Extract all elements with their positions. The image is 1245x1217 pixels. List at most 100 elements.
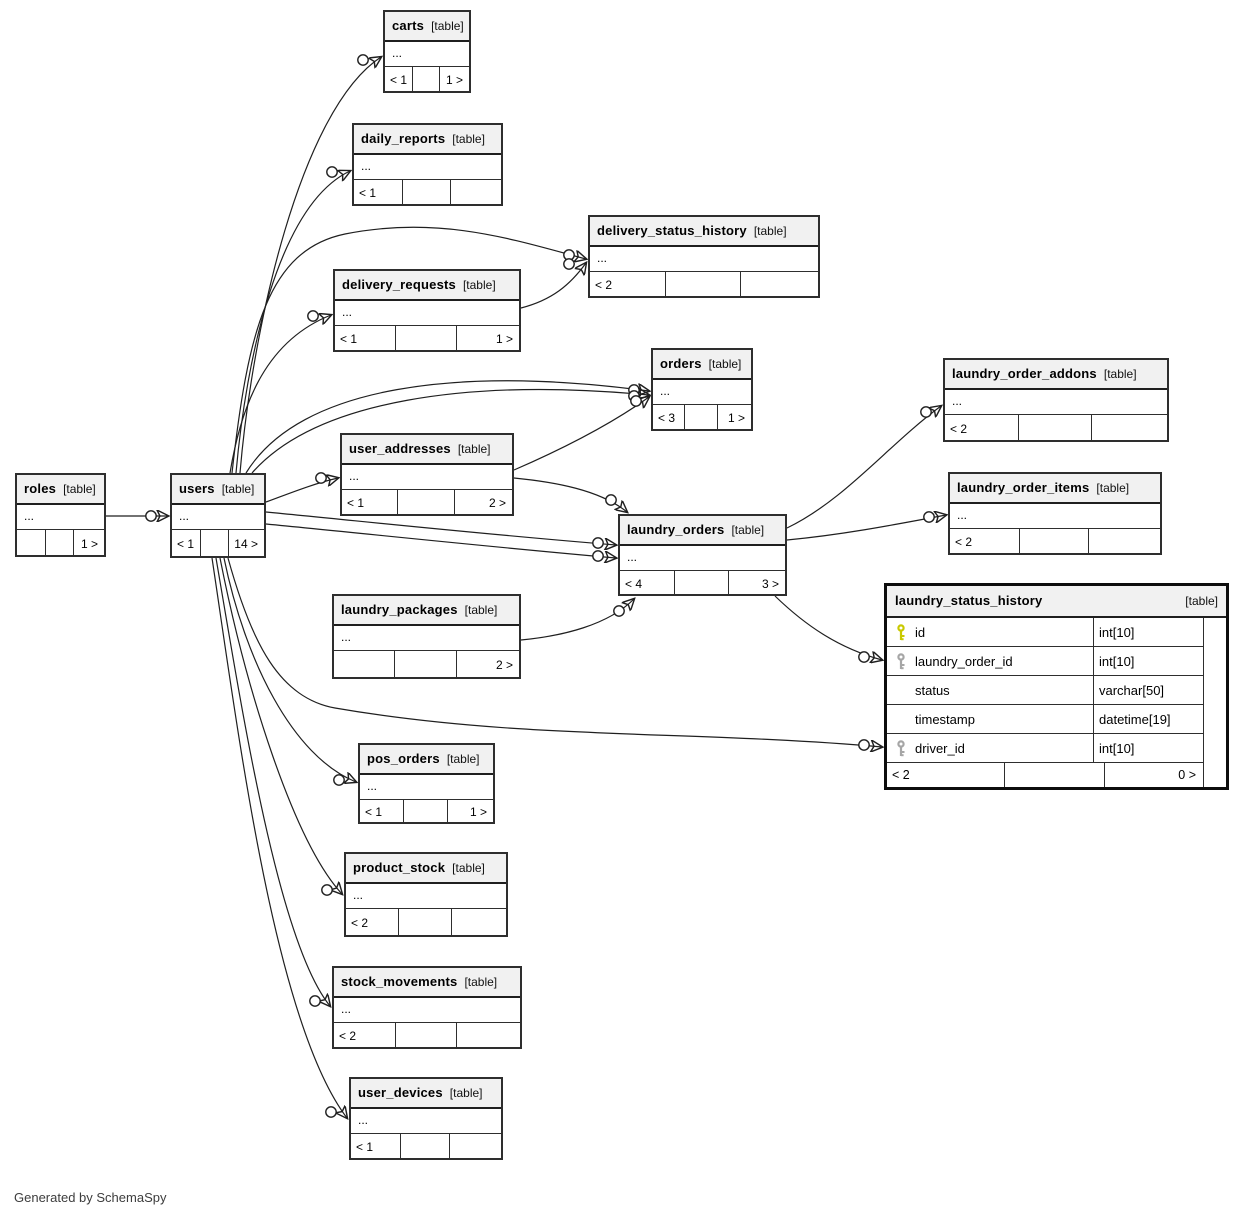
table-user_addresses[interactable]: user_addresses[table] ... < 1 2 > (340, 433, 514, 516)
table-header[interactable]: stock_movements[table] (334, 968, 520, 998)
relationship-edge-users-laundry_status_history (227, 557, 882, 747)
cardinality-circle (333, 774, 345, 786)
table-laundry_order_items[interactable]: laundry_order_items[table] ... < 2 (948, 472, 1162, 555)
table-name: delivery_requests (342, 277, 456, 292)
table-header[interactable]: user_devices [table] (351, 1079, 501, 1109)
column-row-timestamp[interactable]: timestamp datetime[19] (887, 705, 1203, 734)
cardinality-circle (325, 1106, 337, 1118)
table-laundry_orders[interactable]: laundry_orders[table] ... < 4 3 > (618, 514, 787, 596)
relationship-edge-laundry_orders-laundry_status_history (774, 595, 882, 660)
table-footer: < 1 1 > (360, 800, 493, 822)
table-columns-collapsed: ... (360, 775, 493, 800)
table-name: user_devices (358, 1085, 443, 1100)
footer-parents-count: < 2 (955, 535, 973, 549)
column-row-status[interactable]: status varchar[50] (887, 676, 1203, 705)
footer-children-count (450, 180, 501, 204)
relationship-edge-users-carts (239, 57, 381, 474)
footer-parents-count: < 1 (390, 73, 408, 87)
table-laundry_order_addons[interactable]: laundry_order_addons[table] ... < 2 (943, 358, 1169, 442)
cardinality-circle (920, 406, 932, 418)
table-type-tag: [table] (464, 975, 498, 989)
table-header[interactable]: daily_reports[table] (354, 125, 501, 155)
relationship-edge-laundry_packages-laundry_orders (520, 599, 634, 641)
footer-children-count (451, 909, 506, 935)
table-header[interactable]: delivery_requests[table] (335, 271, 519, 301)
footer-spacer-cell (399, 1134, 450, 1158)
table-header[interactable]: laundry_orders[table] (620, 516, 785, 546)
footer-parents-count: < 2 (351, 916, 369, 930)
table-name: orders (660, 356, 702, 371)
column-type: int[10] (1093, 618, 1203, 646)
table-pos_orders[interactable]: pos_orders[table] ... < 1 1 > (358, 743, 495, 824)
table-delivery_status_history[interactable]: delivery_status_history[table] ... < 2 (588, 215, 820, 298)
table-footer: < 2 (346, 909, 506, 935)
cardinality-circle (613, 605, 625, 617)
table-name: laundry_packages (341, 602, 458, 617)
relationship-edge-delivery_requests-delivery_status_history (520, 263, 586, 309)
table-type-tag: [table] (431, 19, 464, 33)
cardinality-circle (923, 511, 935, 523)
table-user_devices[interactable]: user_devices[table] ... < 1 (349, 1077, 503, 1160)
column-type: int[10] (1093, 647, 1203, 675)
footer-spacer-cell (1004, 763, 1103, 787)
table-delivery_requests[interactable]: delivery_requests[table] ... < 1 1 > (333, 269, 521, 352)
table-carts[interactable]: carts[table] ... < 1 1 > (383, 10, 471, 93)
table-name: daily_reports (361, 131, 446, 146)
primary-key-icon (897, 623, 905, 640)
footer-spacer-cell (44, 530, 74, 555)
table-type-tag: [table] (63, 482, 96, 496)
footer-parents-count: < 3 (658, 411, 676, 425)
table-footer: < 2 (950, 529, 1160, 553)
relationship-edge-users-orders-2 (251, 390, 649, 474)
table-laundry_status_history[interactable]: laundry_status_history[table] id int[10]… (884, 583, 1229, 790)
footer-spacer-cell (394, 1023, 457, 1047)
table-columns-collapsed: ... (653, 380, 751, 405)
table-name: laundry_orders (627, 522, 725, 537)
relationship-edge-laundry_orders-laundry_order_addons (786, 406, 941, 529)
table-header[interactable]: user_addresses[table] (342, 435, 512, 465)
table-header[interactable]: orders[table] (653, 350, 751, 380)
table-footer: 2 > (334, 651, 519, 677)
table-laundry_packages[interactable]: laundry_packages[table] ... 2 > (332, 594, 521, 679)
table-columns-collapsed: ... (172, 505, 264, 530)
footer-children-count: 1 > (447, 800, 493, 822)
column-row-id[interactable]: id int[10] (887, 618, 1203, 647)
footer-parents-count: < 1 (359, 186, 377, 200)
column-type: datetime[19] (1093, 705, 1203, 733)
cardinality-circle (315, 472, 327, 484)
table-type-tag: [table] (1103, 367, 1137, 381)
table-users[interactable]: users[table] ... < 1 14 > (170, 473, 266, 558)
table-product_stock[interactable]: product_stock[table] ... < 2 (344, 852, 508, 937)
table-header[interactable]: product_stock[table] (346, 854, 506, 884)
table-footer: < 1 (351, 1134, 501, 1158)
key-icon-slot (895, 739, 908, 757)
column-row-laundry_order_id[interactable]: laundry_order_id int[10] (887, 647, 1203, 676)
table-header[interactable]: carts[table] (385, 12, 469, 42)
table-stock_movements[interactable]: stock_movements[table] ... < 2 (332, 966, 522, 1049)
footer-parents-count: < 4 (625, 576, 643, 591)
table-header[interactable]: laundry_order_items[table] (950, 474, 1160, 504)
table-header[interactable]: laundry_order_addons [table] (945, 360, 1167, 390)
table-header[interactable]: delivery_status_history[table] (590, 217, 818, 247)
table-header[interactable]: pos_orders[table] (360, 745, 493, 775)
table-columns-collapsed: ... (334, 998, 520, 1023)
table-daily_reports[interactable]: daily_reports[table] ... < 1 (352, 123, 503, 206)
table-footer: < 1 14 > (172, 530, 264, 556)
table-type-tag: [table] (449, 1086, 483, 1100)
cardinality-circle (145, 510, 157, 522)
table-header[interactable]: laundry_status_history[table] (887, 586, 1226, 618)
table-columns-collapsed: ... (354, 155, 501, 180)
column-row-driver_id[interactable]: driver_id int[10] (887, 734, 1203, 763)
table-header[interactable]: users[table] (172, 475, 264, 505)
table-header[interactable]: roles[table] (17, 475, 104, 505)
table-roles[interactable]: roles[table] ... 1 > (15, 473, 106, 557)
footer-parents-count (334, 651, 394, 677)
table-orders[interactable]: orders[table] ... < 3 1 > (651, 348, 753, 431)
table-header[interactable]: laundry_packages[table] (334, 596, 519, 626)
footer-spacer-cell (398, 909, 451, 935)
footer-children-count: 3 > (728, 571, 785, 594)
relationship-edge-users-daily_reports (235, 171, 350, 474)
table-name: laundry_order_addons (952, 366, 1097, 381)
relationship-edge-users-laundry_orders-2 (265, 523, 616, 558)
table-footer: < 1 1 > (385, 67, 469, 91)
